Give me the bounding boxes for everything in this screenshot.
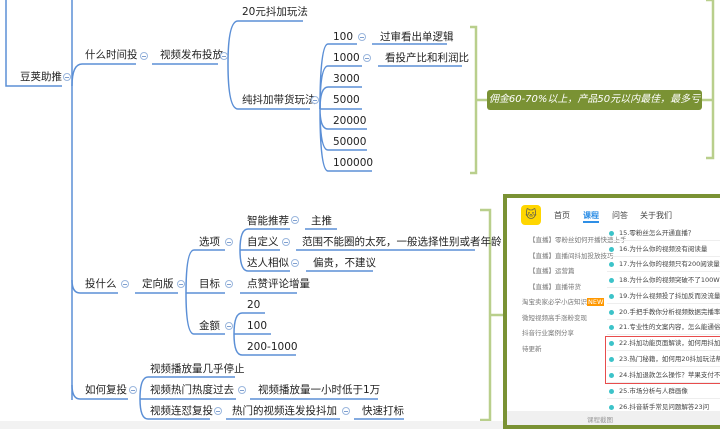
collapse-icon[interactable] xyxy=(121,280,129,288)
collapse-icon[interactable] xyxy=(225,238,233,246)
collapse-icon[interactable] xyxy=(214,407,222,415)
node-r3[interactable]: 视频连怼复投 xyxy=(150,405,213,417)
amount-node[interactable]: 200-1000 xyxy=(247,341,298,353)
course-item[interactable]: 19.为什么视频投了抖加反而没流量了 xyxy=(607,289,720,304)
amount-node[interactable]: 20 xyxy=(247,299,261,311)
collapse-icon[interactable] xyxy=(63,73,71,81)
nav-course[interactable]: 课程 xyxy=(583,210,599,223)
node-opt3[interactable]: 达人相似 xyxy=(247,257,289,269)
collapse-icon[interactable] xyxy=(177,280,185,288)
collapse-icon[interactable] xyxy=(140,52,148,60)
note-node[interactable]: 过审看出单逻辑 xyxy=(380,31,454,43)
note-node[interactable]: 热门的视频连发投抖加 xyxy=(232,405,337,417)
amount-node[interactable]: 50000 xyxy=(333,136,367,148)
root-node[interactable]: 豆荚助推 xyxy=(20,71,62,83)
course-item[interactable]: 15.零粉丝怎么开通直播？ xyxy=(607,226,720,241)
node-reinvest[interactable]: 如何复投 xyxy=(85,384,127,396)
node-play20[interactable]: 20元抖加玩法 xyxy=(242,6,308,18)
course-screenshot[interactable]: 🐱 首页 课程 问答 关于我们 【直播】零粉丝如何开播快速上手 【直播】直播间抖… xyxy=(503,194,720,429)
collapse-icon[interactable] xyxy=(238,386,246,394)
course-item[interactable]: 22.抖加功能页面解读，如何用抖加打爆助推 xyxy=(607,336,720,351)
collapse-icon[interactable] xyxy=(282,238,290,246)
node-r1[interactable]: 视频播放量几乎停止 xyxy=(150,363,245,375)
node-pure[interactable]: 纯抖加带货玩法 xyxy=(242,94,316,106)
course-item[interactable]: 21.专业性的文案内容，怎么能通俗化，可视化 xyxy=(607,320,720,335)
note-node[interactable]: 视频播放量一小时低于1万 xyxy=(258,384,381,396)
amount-node[interactable]: 3000 xyxy=(333,73,360,85)
note-node[interactable]: 主推 xyxy=(311,215,332,227)
node-publish[interactable]: 视频发布投放 xyxy=(160,49,223,61)
node-targeted[interactable]: 定向版 xyxy=(142,278,174,290)
node-what[interactable]: 投什么 xyxy=(85,278,117,290)
left-list-label: 淘宝卖家必学小店知识 xyxy=(522,298,587,306)
screenshot-footer: 课程截图 xyxy=(507,411,720,425)
node-opt1[interactable]: 智能推荐 xyxy=(247,215,289,227)
collapse-icon[interactable] xyxy=(342,407,350,415)
left-list-item[interactable]: 淘宝卖家必学小店知识NEW xyxy=(522,296,605,306)
amount-node[interactable]: 1000 xyxy=(333,52,360,64)
footer-label: 课程截图 xyxy=(587,416,613,424)
amount-node[interactable]: 100000 xyxy=(333,157,374,169)
collapse-icon[interactable] xyxy=(311,96,319,104)
course-item[interactable]: 23.热门秘籍，如何用20抖加玩法帮你视频快速上热门 xyxy=(607,352,720,367)
note-node[interactable]: 点赞评论增量 xyxy=(247,278,310,290)
left-list-item[interactable]: 【直播】直播带货 xyxy=(529,283,581,291)
node-money[interactable]: 金额 xyxy=(199,320,220,332)
amount-node[interactable]: 5000 xyxy=(333,94,360,106)
nav-about[interactable]: 关于我们 xyxy=(640,211,672,220)
node-when[interactable]: 什么时间投 xyxy=(85,49,138,61)
course-item[interactable]: 25.市场分析与人群画像 xyxy=(607,384,720,399)
nav-qa[interactable]: 问答 xyxy=(612,211,628,220)
course-item[interactable]: 18.为什么你的视频突破不了100W xyxy=(607,273,720,288)
note-node[interactable]: 范围不能圈的太死，一般选择性别或者年龄 xyxy=(302,236,502,248)
collapse-icon[interactable] xyxy=(220,52,228,60)
note-node[interactable]: 快速打标 xyxy=(362,405,404,417)
amount-node[interactable]: 100 xyxy=(247,320,268,332)
logo-icon: 🐱 xyxy=(521,205,541,225)
new-badge: NEW xyxy=(587,298,605,306)
node-goal[interactable]: 目标 xyxy=(199,278,220,290)
collapse-icon[interactable] xyxy=(129,386,137,394)
course-item[interactable]: 20.手把手教你分析视频数据完播率赞粉比 xyxy=(607,305,720,320)
left-list-item[interactable]: 微短视频高手涨粉变现 xyxy=(522,314,587,322)
note-node[interactable]: 看投产比和利润比 xyxy=(385,52,469,64)
course-item[interactable]: 16.为什么你的视频没有阅读量 xyxy=(607,242,720,257)
node-opt2[interactable]: 自定义 xyxy=(247,236,279,248)
canvas-bottom-bar xyxy=(0,421,503,429)
node-options[interactable]: 选项 xyxy=(199,236,220,248)
left-list-item[interactable]: 抖音行业案例分享 xyxy=(522,329,574,337)
nav-home[interactable]: 首页 xyxy=(554,211,570,220)
summary-callout[interactable]: 佣金60-70%以上，产品50元以内最佳，最多亏2000 xyxy=(487,90,702,125)
collapse-icon[interactable] xyxy=(358,33,366,41)
left-list-item[interactable]: 【直播】零粉丝如何开播快速上手 xyxy=(529,236,627,244)
course-item[interactable]: 17.为什么你的视频只有200阅读量 xyxy=(607,257,720,272)
highlight-box xyxy=(605,336,720,384)
left-list-item[interactable]: 待更新 xyxy=(522,345,542,353)
collapse-icon[interactable] xyxy=(291,216,299,224)
collapse-icon[interactable] xyxy=(225,280,233,288)
amount-node[interactable]: 100 xyxy=(333,31,354,43)
collapse-icon[interactable] xyxy=(225,322,233,330)
note-node[interactable]: 偏贵，不建议 xyxy=(313,257,376,269)
course-item[interactable]: 24.抖加退款怎么操作？苹果支付不能退 xyxy=(607,368,720,383)
node-r2[interactable]: 视频热门热度过去 xyxy=(150,384,234,396)
left-list-item[interactable]: 【直播】运营篇 xyxy=(529,267,575,275)
left-list-item[interactable]: 【直播】直播间抖加投放技巧 xyxy=(529,252,614,260)
amount-node[interactable]: 20000 xyxy=(333,115,367,127)
collapse-icon[interactable] xyxy=(363,54,371,62)
collapse-icon[interactable] xyxy=(291,259,299,267)
